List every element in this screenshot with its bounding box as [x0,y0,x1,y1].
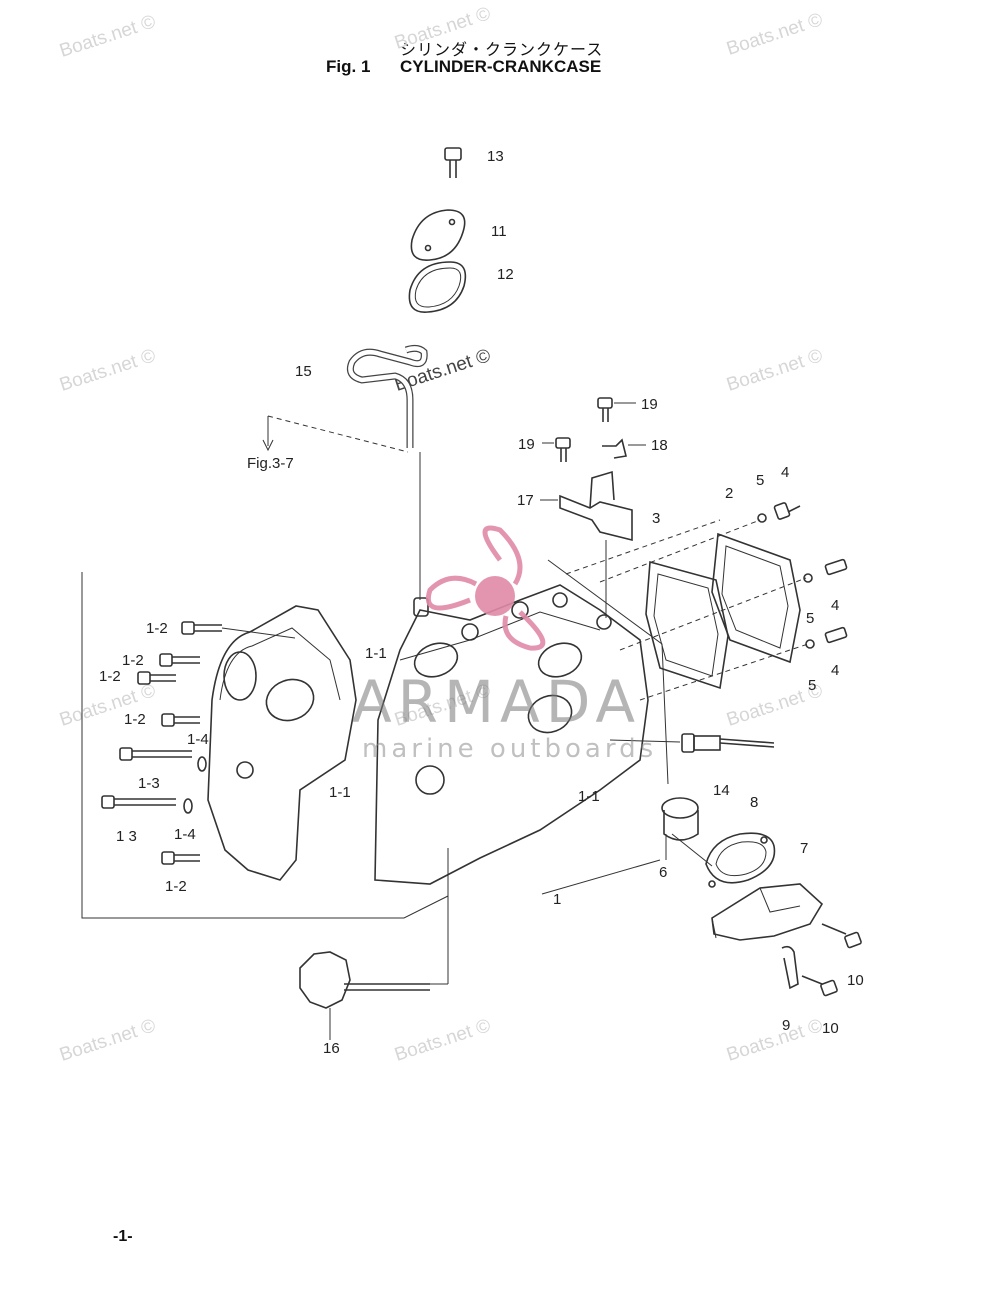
bolt-19-icon [542,437,571,462]
cylinder-block-icon [374,584,649,885]
bolt-1-2-icon [159,653,200,667]
bolt-4-icon [773,502,801,520]
callout-1-2: 1-2 [99,668,121,685]
gear-16-icon [299,951,430,1040]
callout-10: 10 [847,972,864,989]
callout-fig-3-7: Fig.3-7 [247,455,294,472]
figure-title: CYLINDER-CRANKCASE [400,57,602,76]
washer-5-icon [757,513,767,523]
clip-9-icon [781,945,799,990]
armada-logo-icon [426,525,546,651]
brand-name-watermark: ARMADA [352,668,642,736]
bolt-4-icon [824,558,848,576]
callout-5: 5 [806,610,815,627]
callout-10: 10 [822,1020,839,1037]
callout-13: 13 [487,148,504,165]
callout-1-2: 1-2 [146,620,168,637]
callout-1-4: 1-4 [174,826,196,843]
cover-11-icon [410,209,466,261]
bolt-1-3-icon [119,747,192,761]
title-japanese: シリンダ・クランクケース [400,40,604,59]
callout-1: 1 [553,891,562,908]
bracket-17-icon [559,494,633,542]
bolt-13-icon [444,147,462,178]
callout-19: 19 [641,396,658,413]
bolt-1-2-icon [181,621,296,639]
bolt-1-2-icon [161,851,200,865]
bolt-1-2-icon [161,713,200,727]
brand-tagline-watermark: marine outboards [362,734,658,764]
callout-1-2: 1-2 [124,711,146,728]
spark-plug-14-icon [609,733,775,753]
thermostat-6-icon [661,797,713,867]
callout-3: 3 [652,510,661,527]
callout-1-1: 1-1 [365,645,387,662]
callout-1-3: 1-3 [138,775,160,792]
bolt-19-icon [597,397,636,422]
washer-1-4-icon [197,756,207,772]
crankcase-cover-icon [207,605,357,881]
callout-8: 8 [750,794,759,811]
washer-5-icon [805,639,815,649]
callout-1-3: 1 3 [116,828,137,845]
page-number: -1- [113,1228,133,1245]
washer-1-4-icon [183,798,193,814]
callout-9: 9 [782,1017,791,1034]
bolt-10-icon [801,975,838,997]
bolt-4-icon [824,626,848,644]
callout-1-4: 1-4 [187,731,209,748]
callout-2: 2 [725,485,734,502]
clip-18-icon [602,438,627,459]
callout-4: 4 [831,662,840,679]
callout-5: 5 [756,472,765,489]
callout-12: 12 [497,266,514,283]
gasket-8-icon [705,832,776,884]
callout-15: 15 [295,363,312,380]
figure-number: Fig. 1 [326,57,371,76]
washer-5-icon [803,573,813,583]
callout-16: 16 [323,1040,340,1057]
callout-6: 6 [659,864,668,881]
callout-14: 14 [713,782,730,799]
callout-17: 17 [517,492,534,509]
callout-1-1: 1-1 [329,784,351,801]
callout-1-2: 1-2 [122,652,144,669]
plate-2-icon [711,532,801,664]
cover-7-icon [711,883,824,941]
callout-4: 4 [831,597,840,614]
callout-4: 4 [781,464,790,481]
bolt-1-3-icon [101,795,176,809]
bolt-1-2-icon [137,671,176,685]
callout-18: 18 [651,437,668,454]
bolt-10-icon [821,923,862,949]
callout-5: 5 [808,677,817,694]
callout-11: 11 [491,223,507,240]
callout-1-2: 1-2 [165,878,187,895]
callout-1-1: 1-1 [578,788,600,805]
gasket-12-icon [408,261,467,313]
gasket-3-icon [645,560,729,690]
callout-7: 7 [800,840,809,857]
callout-19: 19 [518,436,535,453]
